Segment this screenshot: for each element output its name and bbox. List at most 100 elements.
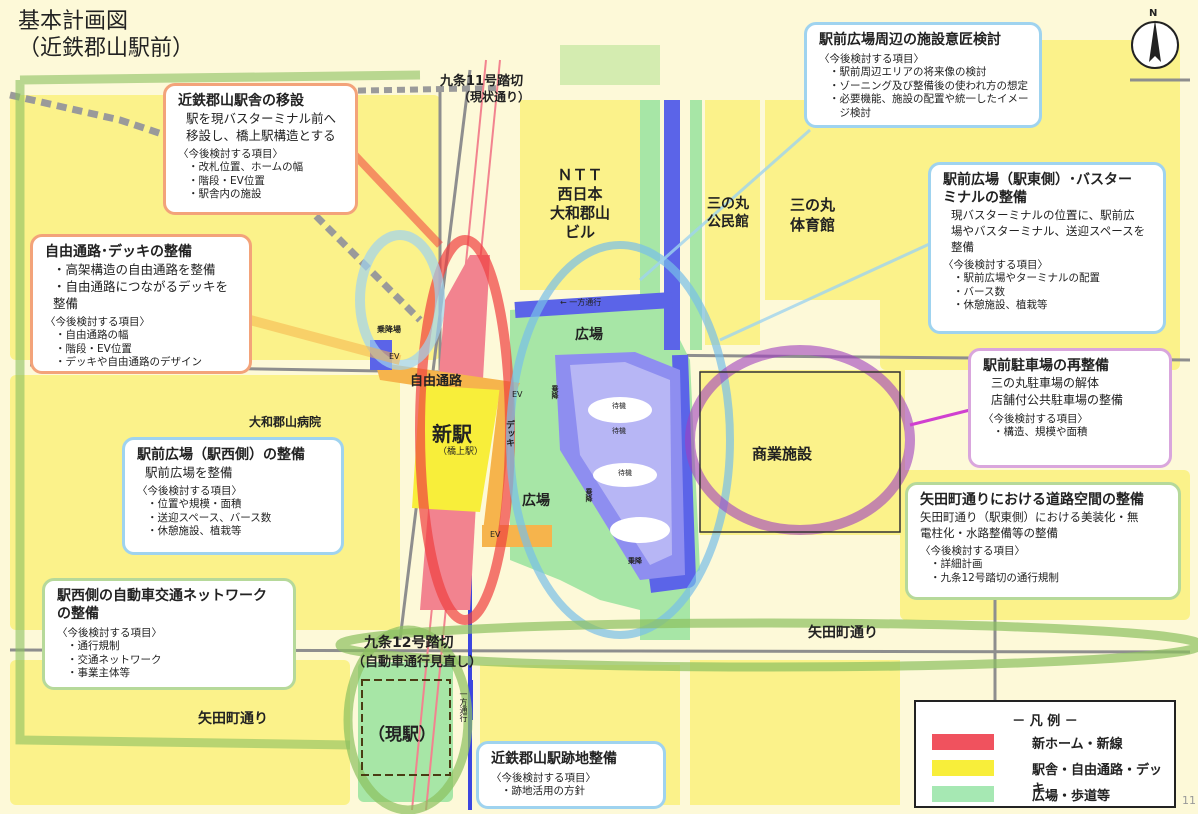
callout-item: ・休憩施設、植栽等 [953,299,1048,311]
legend-label: 新ホーム・新線 [1032,737,1123,752]
callout-item: ・必要機能、施設の配置や統一したイメー [829,93,1029,105]
callout-item: ・位置や規模・面積 [147,498,242,510]
callout-item: ・ゾーニング及び整備後の使われ方の想定 [829,79,1028,92]
callout-design-title: 駅前広場周辺の施設意匠検討 [819,32,1001,48]
callout-item: ・九条12号踏切の通行規制 [930,571,1059,584]
callout-yatacho-title: 矢田町通りにおける道路空間の整備 [920,492,1144,508]
compass-label: N [1149,8,1158,19]
map-title: 基本計画図 （近鉄郡山駅前） [0,8,300,76]
callout-east-plaza: 駅前広場（駅東側）･バスター ミナルの整備 現バスターミナルの位置に、駅前広 場… [928,162,1166,334]
top-dashed-road [279,85,501,95]
callout-east-plaza-title2: ミナルの整備 [943,190,1027,206]
current-station-box [361,679,451,776]
callout-desc: 駅を現バスターミナル前へ [186,111,337,126]
taiki-label: 待機 [618,469,632,477]
taiki-label: 待機 [612,402,626,410]
title-line2: （近鉄郡山駅前） [18,36,195,61]
callout-parking: 駅前駐車場の再整備 三の丸駐車場の解体 店舗付公共駐車場の整備 〈今後検討する項… [968,348,1172,468]
label-line: 体育館 [790,216,836,234]
jouko-bus-label: 乗降 [551,385,559,399]
callout-old-site: 近鉄郡山駅跡地整備 〈今後検討する項目〉 ・跡地活用の方針 [476,741,666,809]
legend: － 凡 例 － 新ホーム・新線 駅舎・自由通路・デッキ 広場・歩道等 [914,700,1176,808]
callout-yatacho: 矢田町通りにおける道路空間の整備 矢田町通り（駅東側）における美装化・無 電柱化… [905,482,1181,600]
page-number: 11 [1182,794,1196,807]
ev-left-label: EV [389,352,400,361]
callout-sub: 〈今後検討する項目〉 [983,413,1088,425]
ev-right-label: EV [512,390,523,399]
oneway-top-label: ← 一方通行 [560,298,602,307]
callout-item: ・事業主体等 [67,667,130,679]
callout-desc: 整備 [951,240,974,254]
commercial-outline [699,371,901,533]
legend-swatch [932,734,994,750]
label-line: 公民館 [707,214,749,230]
legend-label: 駅舎・自由通路・デッキ [1032,763,1163,797]
callout-item: ・駅前広場やターミナルの配置 [953,272,1100,284]
callout-station-move: 近鉄郡山駅舎の移設 駅を現バスターミナル前へ 移設し、橋上駅構造とする 〈今後検… [163,83,358,215]
legend-row: 駅舎・自由通路・デッキ [932,758,1162,797]
plaza-east-label: 広場 [575,327,603,343]
callout-west-network: 駅西側の自動車交通ネットワーク の整備 〈今後検討する項目〉 ・通行規制 ・交通… [42,578,296,690]
callout-item: ・詳細計画 [930,558,983,570]
callout-item: ・交通ネットワーク [67,653,162,666]
compass-icon [1131,20,1179,69]
legend-row: 新ホーム・新線 [932,732,1162,752]
jouko-left-label: 乗降場 [377,325,401,334]
callout-west-network-title2: の整備 [57,606,99,622]
current-station-label: （現駅） [368,725,436,745]
highlight-rings [15,70,1198,814]
callout-item: ・構造、規模や面積 [993,426,1088,438]
label-line: 三の丸 [790,196,836,214]
callout-item: ・駅前周辺エリアの将来像の検討 [829,66,987,78]
legend-label: 広場・歩道等 [1032,789,1111,804]
label-line: 西日本 [557,185,603,203]
callout-desc: 移設し、橋上駅構造とする [186,128,336,143]
yatacho-east-label: 矢田町通り [808,625,878,641]
callout-parking-title: 駅前駐車場の再整備 [983,358,1109,374]
callout-free-passage: 自由通路･デッキの整備 ・高架構造の自由通路を整備 ・自由通路につながるデッキを… [30,234,252,374]
callout-desc: 三の丸駐車場の解体 [991,376,1100,390]
callout-desc: 駅前広場を整備 [145,465,233,480]
new-station-sub: （橋上駅） [438,447,484,457]
callout-sub: 〈今後検討する項目〉 [491,772,596,784]
callout-desc: 現バスターミナルの位置に、駅前広 [951,208,1135,222]
callout-sub: 〈今後検討する項目〉 [178,148,283,160]
legend-swatch [932,786,994,802]
callout-item: ・自由通路の幅 [55,329,129,341]
callout-item: ・階段・EV位置 [188,174,265,187]
callout-old-site-title: 近鉄郡山駅跡地整備 [491,751,617,767]
callout-sub: 〈今後検討する項目〉 [57,627,162,639]
ntt-building-label: ＮＴＴ 西日本 大和郡山 ビル [540,166,620,242]
plaza-south-label: 広場 [522,493,550,509]
deck-label: デッキ [504,420,514,447]
crossing11-sub: （現状通り） [458,90,531,104]
new-station-label: 新駅 [432,422,472,446]
callout-design: 駅前広場周辺の施設意匠検討 〈今後検討する項目〉 ・駅前周辺エリアの将来像の検討… [804,22,1042,128]
jouko-bus-label: 乗降 [585,488,593,502]
legend-row: 広場・歩道等 [932,784,1162,804]
callout-item: ・通行規制 [67,640,120,652]
commercial-label: 商業施設 [752,445,813,463]
callout-item: ・階段・EV位置 [55,342,132,355]
callout-station-move-title: 近鉄郡山駅舎の移設 [178,93,304,109]
callout-sub: 〈今後検討する項目〉 [943,259,1048,271]
callout-desc: 店舗付公共駐車場の整備 [991,393,1124,407]
legend-title: － 凡 例 － [1012,714,1078,729]
gym-label: 三の丸 体育館 [790,195,835,235]
title-line1: 基本計画図 [18,9,129,34]
callout-east-plaza-title: 駅前広場（駅東側）･バスター [943,172,1132,188]
callout-item: ・デッキや自由通路のデザイン [55,356,202,368]
oneway-vertical-label: 一方通行 [459,690,468,722]
callout-desc: ・高架構造の自由通路を整備 [53,262,216,277]
jiyu-tsuro-label: 自由通路 [410,374,463,389]
waiting-areas [588,397,670,543]
crossing12-label: 九条12号踏切 [364,635,454,651]
callout-item: ・改札位置、ホームの幅 [188,161,304,173]
taiki-label: 待機 [612,427,626,435]
callout-item: ・駅舎内の施設 [188,188,262,200]
callout-west-plaza-title: 駅前広場（駅西側）の整備 [137,447,305,463]
callout-item: ・送迎スペース、バース数 [147,511,272,524]
hospital-label: 大和郡山病院 [249,415,322,429]
callout-desc: 場やバスターミナル、送迎スペースを [951,224,1146,238]
callout-sub: 〈今後検討する項目〉 [819,53,924,65]
